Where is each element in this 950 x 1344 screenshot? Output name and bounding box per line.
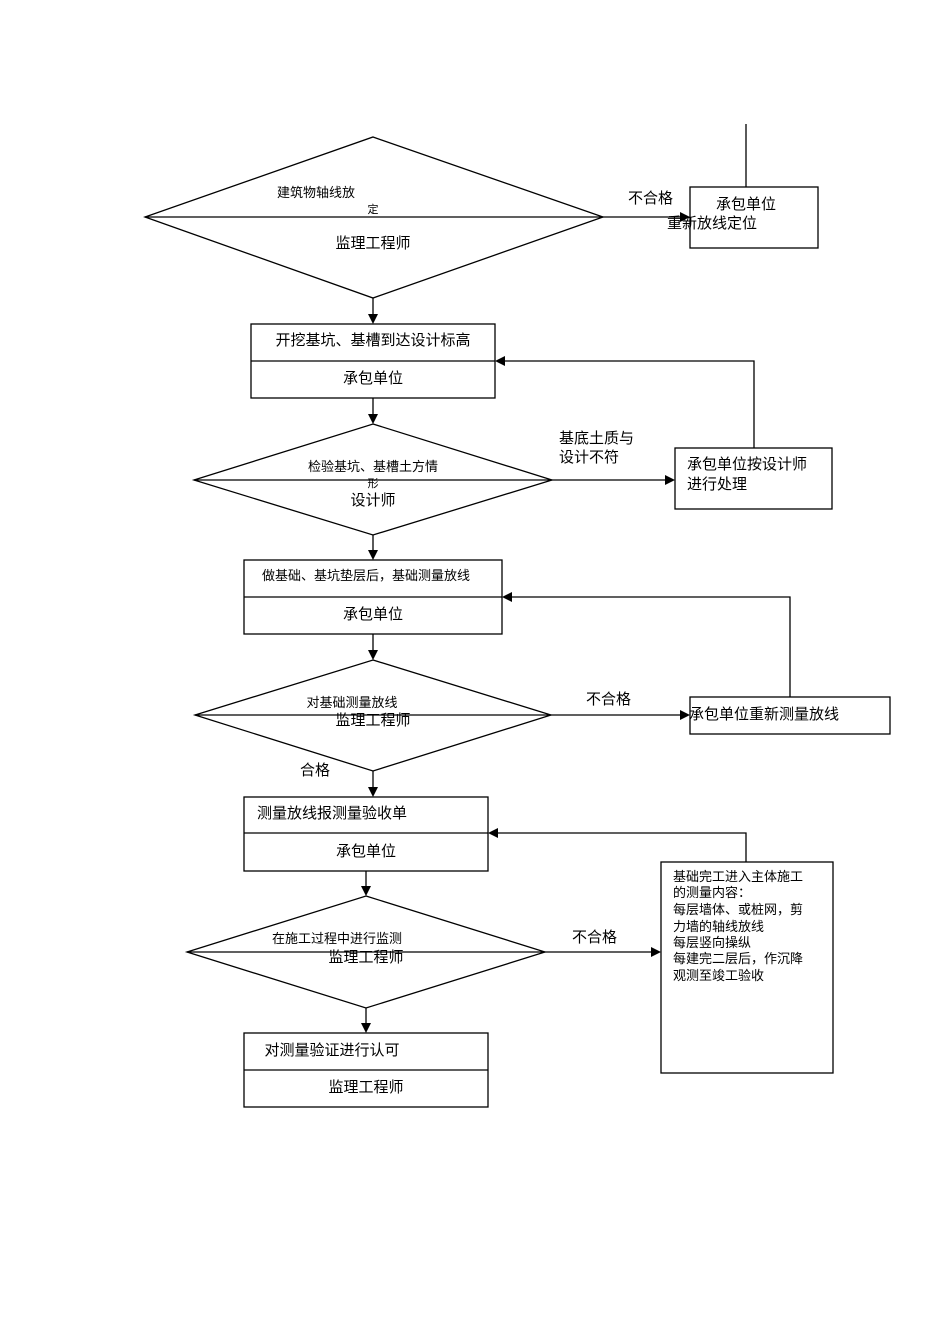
box-remeasure-text: 承包单位重新测量放线	[689, 705, 839, 723]
arrowhead	[368, 550, 378, 560]
box-contractor-treat-line1: 承包单位按设计师	[687, 455, 807, 473]
arrowhead	[680, 710, 690, 720]
box-approve-verification-role: 监理工程师	[328, 1078, 403, 1096]
note-line-5: 每层竖向操纵	[673, 935, 751, 951]
box-foundation-layout-task: 做基础、基坑垫层后，基础测量放线	[262, 568, 470, 584]
decision-axis-role: 监理工程师	[335, 234, 410, 252]
decision-inspect-pit-check-wrap: 形	[368, 477, 379, 490]
decision-axis-check-wrap: 定	[368, 202, 379, 216]
box-excavate-pit-task: 开挖基坑、基槽到达设计标高	[275, 331, 470, 349]
decision-monitor-role: 监理工程师	[328, 948, 403, 966]
arrowhead	[495, 356, 505, 366]
loop-d3-fail-to-b2	[512, 596, 791, 697]
arrowhead	[665, 475, 675, 485]
decision-foundation-layout-check: 对基础测量放线	[306, 696, 397, 711]
arrowhead	[368, 650, 378, 660]
box-contractor-treat-line2: 进行处理	[687, 475, 747, 493]
box-submit-acceptance-task: 测量放线报测量验收单	[257, 804, 407, 822]
arrowhead	[368, 787, 378, 797]
label-fail-foundation: 不合格	[586, 690, 631, 708]
box-submit-acceptance-role: 承包单位	[336, 842, 396, 860]
box-relayout-axis-line1: 承包单位	[716, 195, 776, 213]
arrowhead	[361, 1023, 371, 1033]
box-excavate-pit-role: 承包单位	[343, 369, 403, 387]
box-approve-verification-task: 对测量验证进行认可	[264, 1041, 399, 1059]
box-contractor-treat	[674, 447, 833, 510]
label-fail-axis: 不合格	[628, 189, 673, 207]
label-pass: 合格	[300, 761, 330, 779]
decision-monitor-check: 在施工过程中进行监测	[272, 932, 402, 947]
label-soil-mismatch-2: 设计不符	[559, 448, 619, 466]
loop-note-to-b3	[498, 832, 747, 862]
decision-axis-check: 建筑物轴线放	[277, 185, 355, 201]
decision-inspect-pit-check: 检验基坑、基槽土方情	[308, 459, 438, 475]
decision-inspect-pit-role: 设计师	[350, 491, 395, 509]
label-fail-monitor: 不合格	[572, 928, 617, 946]
arrowhead	[368, 314, 378, 324]
note-main-structure	[660, 861, 834, 1074]
box-foundation-layout-role: 承包单位	[343, 605, 403, 623]
loop-d2-fail-to-b1	[505, 360, 755, 448]
arrowhead	[680, 212, 690, 222]
note-line-3: 每层墙体、或桩网，剪	[673, 902, 803, 918]
arrowhead	[502, 592, 512, 602]
arrowhead	[488, 828, 498, 838]
note-line-4: 力墙的轴线放线	[673, 919, 764, 935]
arrowhead	[361, 886, 371, 896]
note-line-1: 基础完工进入主体施工	[673, 870, 803, 885]
decision-foundation-layout-role: 监理工程师	[335, 711, 410, 729]
box-relayout-axis	[689, 186, 819, 249]
note-line-6: 每建完二层后，作沉降	[673, 951, 803, 967]
arrowhead	[368, 414, 378, 424]
note-line-2: 的测量内容：	[673, 885, 751, 901]
box-submit-acceptance	[243, 796, 489, 872]
note-line-7: 观测至竣工验收	[673, 968, 764, 984]
arrowhead	[651, 947, 661, 957]
label-soil-mismatch-1: 基底土质与	[559, 429, 634, 447]
box-relayout-axis-line2: 重新放线定位	[667, 214, 757, 232]
box-remeasure	[689, 696, 891, 735]
